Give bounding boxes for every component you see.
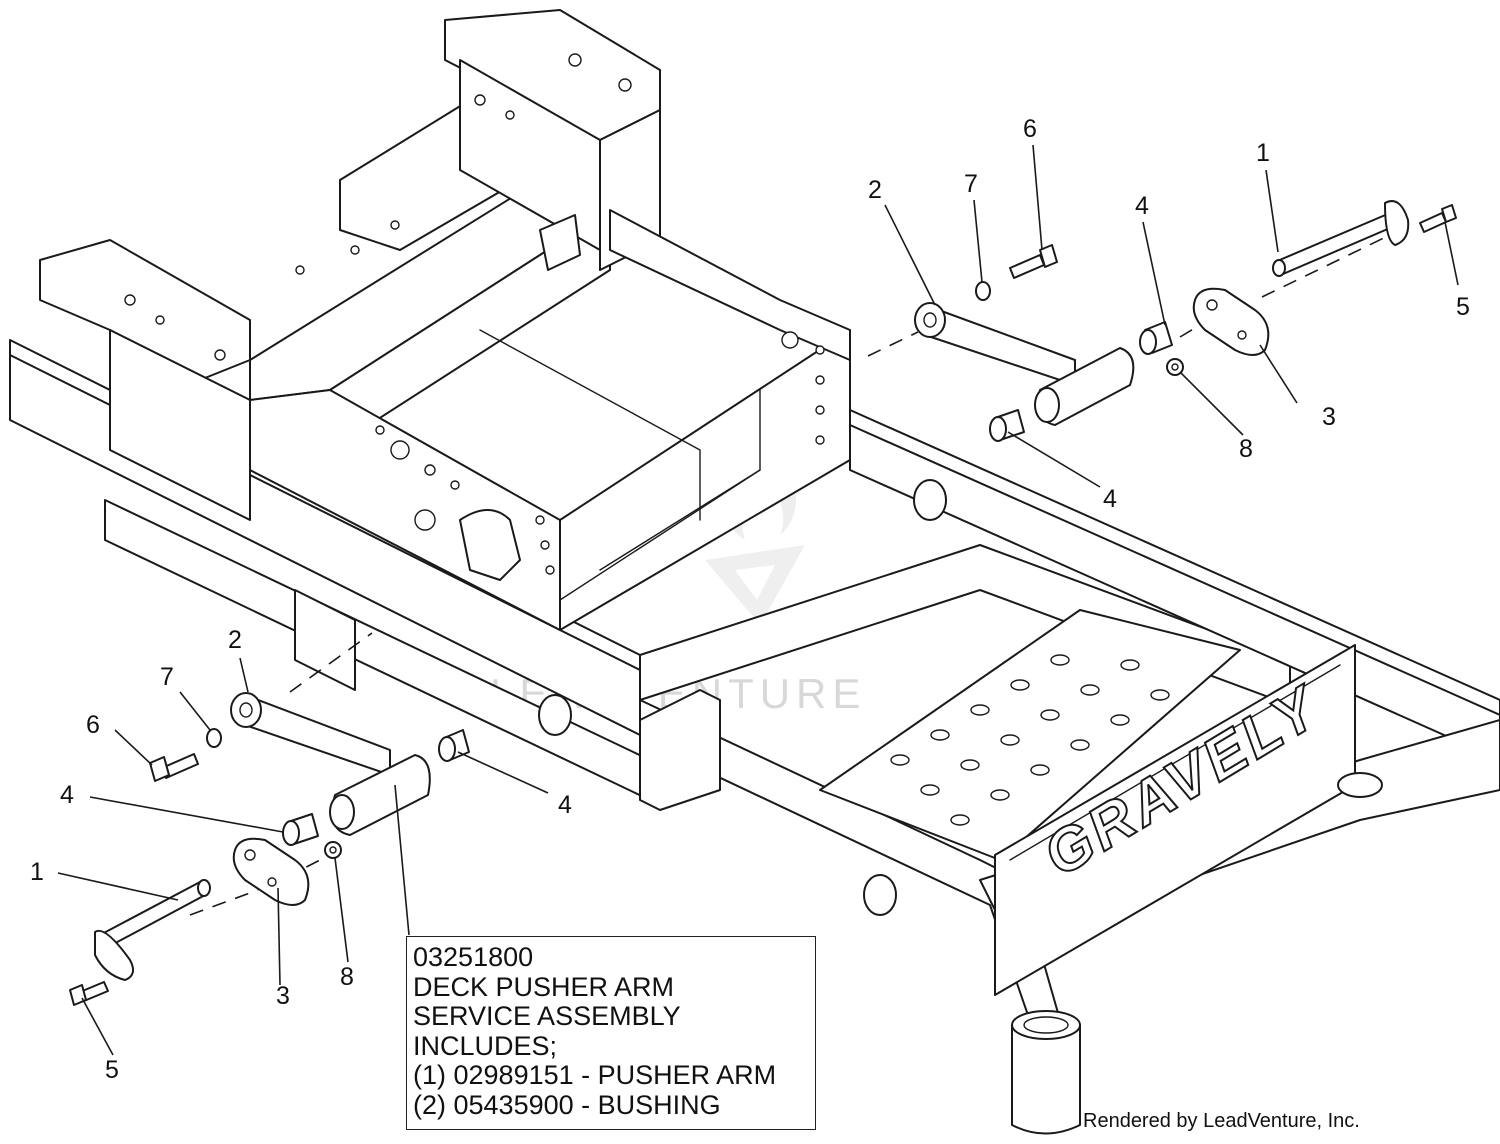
note-line-5: (2) 05435900 - BUSHING — [413, 1089, 721, 1120]
callout-4-left-right: 4 — [558, 791, 572, 819]
pin-right — [1272, 200, 1410, 277]
callout-2-left: 2 — [228, 626, 242, 654]
note-line-1: DECK PUSHER ARM — [413, 971, 675, 1002]
callout-1-right: 1 — [1256, 139, 1270, 167]
callout-5-left: 5 — [105, 1056, 119, 1084]
bolt-left — [149, 753, 199, 782]
caster-tube — [1011, 1010, 1081, 1135]
note-part-number: 03251800 — [413, 942, 534, 972]
callout-8-left: 8 — [340, 963, 354, 991]
callout-4-right-lower: 4 — [1103, 485, 1117, 513]
callout-5-right: 5 — [1456, 293, 1470, 321]
bolt-5-right — [1419, 204, 1457, 233]
note-line-2: SERVICE ASSEMBLY — [413, 1001, 681, 1032]
callout-3-right: 3 — [1322, 403, 1336, 431]
bushing-right-lower — [989, 409, 1025, 442]
render-credit: Rendered by LeadVenture, Inc. — [1083, 1110, 1360, 1132]
right-pusher-arm-assembly — [867, 200, 1457, 442]
mount-plate-right — [1192, 287, 1270, 356]
callout-labels: 1 2 3 4 4 5 6 7 8 1 2 3 4 4 5 6 7 8 — [30, 115, 1470, 1084]
service-assembly-note: 03251800 DECK PUSHER ARM SERVICE ASSEMBL… — [406, 936, 816, 1130]
leader-lines — [57, 144, 1459, 1056]
callout-6-right: 6 — [1023, 115, 1037, 143]
bushing-left-lower — [282, 813, 319, 846]
callout-7-right: 7 — [964, 170, 978, 198]
callout-8-right: 8 — [1239, 435, 1253, 463]
callout-1-left: 1 — [30, 858, 44, 886]
callout-3-left: 3 — [276, 982, 290, 1010]
mower-chassis-frame: GRAVELY — [9, 9, 1500, 1135]
left-pusher-arm-assembly — [69, 632, 470, 1006]
nut-right — [1166, 358, 1184, 376]
mount-plate-left — [232, 837, 310, 906]
note-line-4: (1) 02989151 - PUSHER ARM — [413, 1060, 777, 1091]
pin-left — [94, 879, 211, 981]
callout-2-right: 2 — [868, 176, 882, 204]
washer-right — [975, 281, 991, 301]
bushing-left-upper — [438, 729, 470, 762]
callout-7-left: 7 — [160, 663, 174, 691]
washer-left — [206, 728, 222, 748]
callout-4-right-upper: 4 — [1135, 192, 1149, 220]
nut-left — [324, 841, 342, 859]
pusher-arm-left — [230, 692, 431, 836]
callout-6-left: 6 — [86, 711, 100, 739]
foot-plate-holes — [890, 654, 1170, 826]
note-line-3: INCLUDES; — [413, 1030, 558, 1061]
callout-4-left-upper: 4 — [60, 781, 74, 809]
bolt-right — [1009, 244, 1058, 279]
pusher-arm-right — [914, 302, 1135, 426]
frame-holes — [124, 53, 825, 575]
bolt-5-left — [69, 981, 109, 1006]
bushing-right-upper — [1139, 321, 1173, 355]
